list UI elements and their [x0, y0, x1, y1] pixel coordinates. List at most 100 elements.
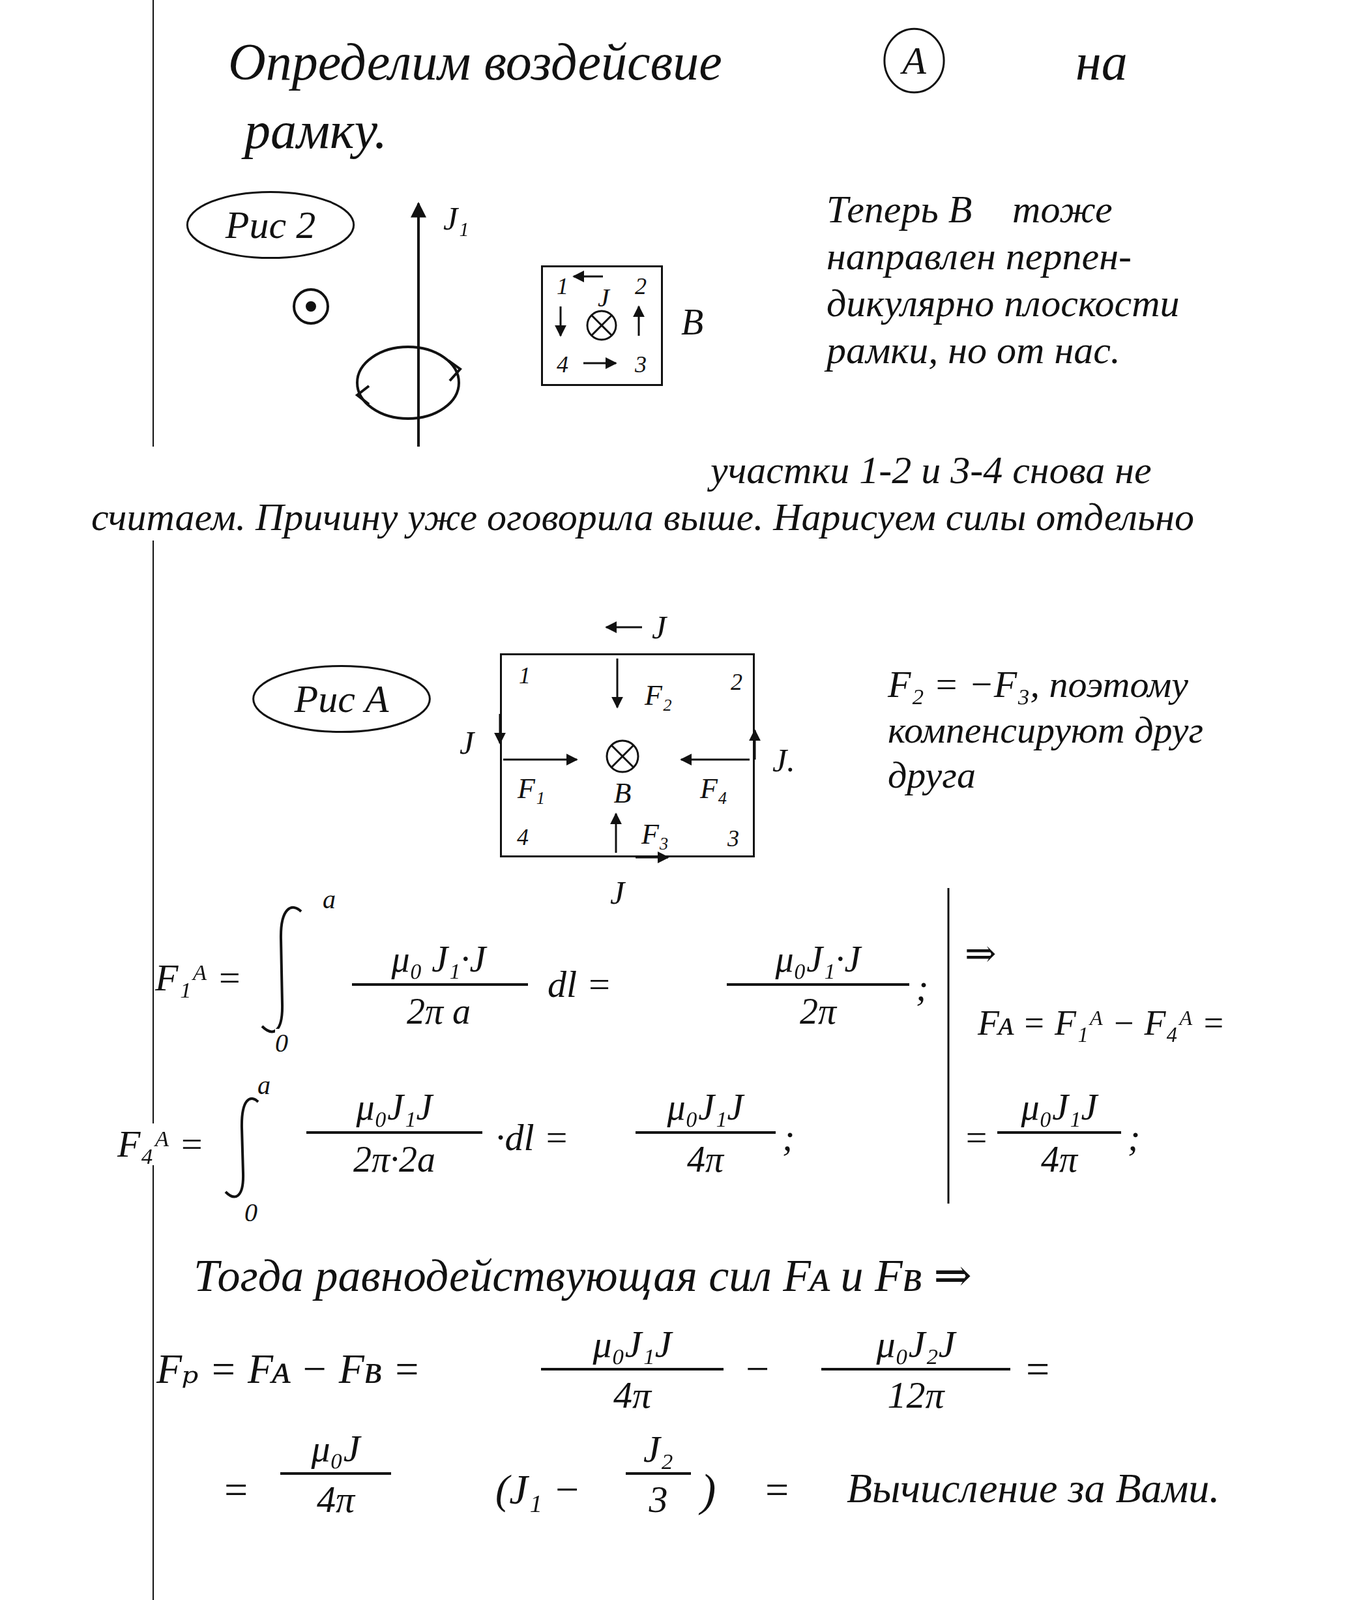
integral-limit: a — [322, 885, 336, 914]
field-arrow — [357, 385, 369, 405]
current-label: J — [459, 724, 474, 761]
formula-text: ⇒ — [964, 932, 997, 975]
corner-number: 3 — [634, 351, 647, 379]
oval-outline — [884, 28, 944, 93]
note-text: Тогда равнодействующая сил Fᴀ и Fʙ ⇒ — [193, 1250, 972, 1301]
current-arrow — [606, 626, 643, 629]
heading-text: рамку. — [244, 101, 388, 160]
current-arrow — [573, 275, 603, 278]
current-label: J₁ — [443, 200, 470, 237]
current-arrow — [583, 362, 616, 365]
field-in-cross — [591, 314, 613, 336]
wire-figure — [293, 203, 461, 486]
note-text: F₂ = −F₃, поэтому компенсируют друг друг… — [887, 661, 1279, 798]
fraction-bar — [726, 982, 910, 986]
field-in-cross — [591, 314, 613, 336]
formula-text: ; — [782, 1116, 795, 1159]
integral-limit: a — [257, 1070, 271, 1100]
formula-text: ; — [915, 966, 929, 1009]
formula-text: = — [963, 1116, 989, 1159]
integral-sign — [262, 907, 302, 1032]
current-arrow — [559, 306, 562, 336]
figure-label: Рис А — [294, 677, 390, 721]
corner-number: 2 — [634, 273, 647, 300]
field-in-cross — [611, 745, 634, 768]
force-label: 3 — [727, 825, 740, 852]
circled-letter: A — [883, 26, 946, 96]
fraction-part: μ₀J₁·J — [775, 939, 862, 980]
vector-label: B⃗ — [681, 302, 732, 343]
current-label: J — [610, 874, 625, 911]
force-label: B — [614, 777, 632, 809]
force-label: F₂ — [644, 679, 673, 712]
heading-text: на — [1075, 33, 1128, 91]
note-text: участки 1-2 и 3-4 снова не считаем. Прич… — [91, 446, 1265, 541]
formula-text: ·dl = — [495, 1116, 570, 1159]
oval-outline — [187, 191, 354, 258]
fraction-bar — [351, 982, 528, 986]
corner-number: 4 — [556, 351, 569, 379]
force-label: 4 — [516, 824, 529, 851]
formula-text: F₁ᴬ = — [155, 956, 242, 999]
current-label: J — [651, 609, 667, 646]
formula-text: = — [762, 1466, 791, 1513]
formula-text: F₄ᴬ = — [117, 1123, 205, 1165]
fraction-bar — [541, 1367, 724, 1371]
formula-text: Fₚ = Fᴀ − Fʙ = — [156, 1346, 421, 1392]
integral-limit: 0 — [244, 1198, 258, 1227]
field-out-symbol — [293, 289, 328, 324]
fraction-part: 4π — [613, 1374, 652, 1416]
fraction-part: 4π — [1040, 1139, 1078, 1180]
field-arrow — [448, 360, 461, 381]
current-frame: 1 J2 4 3 — [541, 265, 663, 386]
formula-text: = — [221, 1466, 250, 1513]
note-text: Теперь B⃗ тоже направлен перпен- дикуляр… — [826, 185, 1244, 374]
fraction-part: μ₀J — [310, 1427, 360, 1470]
fraction-bar — [625, 1471, 691, 1475]
fraction-part: μ₀J₁J — [593, 1323, 673, 1365]
field-line — [357, 346, 459, 419]
force-label: F₁ — [517, 773, 545, 805]
formula-text: ; — [1127, 1116, 1141, 1159]
force-arrow — [615, 813, 618, 853]
integral-limit: 0 — [275, 1028, 289, 1058]
fraction-part: μ₀J₁J — [356, 1087, 433, 1128]
fraction-part: 2π·2a — [353, 1139, 436, 1180]
current-arrow — [638, 306, 641, 336]
fraction-part: μ₀ J₁·J — [391, 939, 487, 980]
formula-text: = — [1023, 1346, 1052, 1392]
fraction-part: J₂ — [643, 1428, 674, 1470]
frame-two-marks — [499, 627, 755, 858]
corner-number: J — [597, 283, 610, 313]
field-out-dot — [307, 302, 315, 311]
integral-sign — [225, 1098, 259, 1197]
field-in-symbol — [587, 310, 616, 340]
corner-number: 1 — [556, 273, 569, 300]
fraction-part: 4π — [687, 1139, 724, 1180]
fraction-part: μ₀J₂J — [876, 1323, 956, 1365]
fraction-part: 2π — [799, 991, 837, 1032]
fraction-part: μ₀J₁J — [1021, 1087, 1098, 1128]
figure-label-oval: Рис А — [249, 662, 434, 735]
fraction-part: 3 — [649, 1478, 669, 1521]
fraction-bar — [997, 1130, 1122, 1134]
fraction-bar — [306, 1130, 483, 1134]
formula-text: Fᴀ = F₁ᴬ − F₄ᴬ = — [977, 1003, 1226, 1043]
force-label: F₃ — [641, 818, 669, 850]
field-in-cross — [611, 745, 634, 768]
heading-text: Определим воздейсвие — [228, 33, 723, 91]
field-in-symbol — [606, 740, 639, 772]
formula-text: ) — [700, 1464, 716, 1515]
fraction-bar — [635, 1130, 776, 1134]
fraction-part: μ₀J₁J — [667, 1087, 744, 1128]
formula-text: (J₁ − — [495, 1466, 581, 1513]
fraction-part: 4π — [316, 1478, 355, 1521]
fraction-part: 12π — [887, 1374, 944, 1416]
force-arrow — [681, 758, 750, 761]
formula-text: − — [743, 1346, 772, 1392]
current-label: J. — [772, 742, 796, 779]
force-frame: 1F₂2F₁BF₄4F₃3 — [499, 653, 755, 858]
circled-text: A — [902, 39, 927, 83]
figure-label: Рис 2 — [225, 203, 316, 247]
